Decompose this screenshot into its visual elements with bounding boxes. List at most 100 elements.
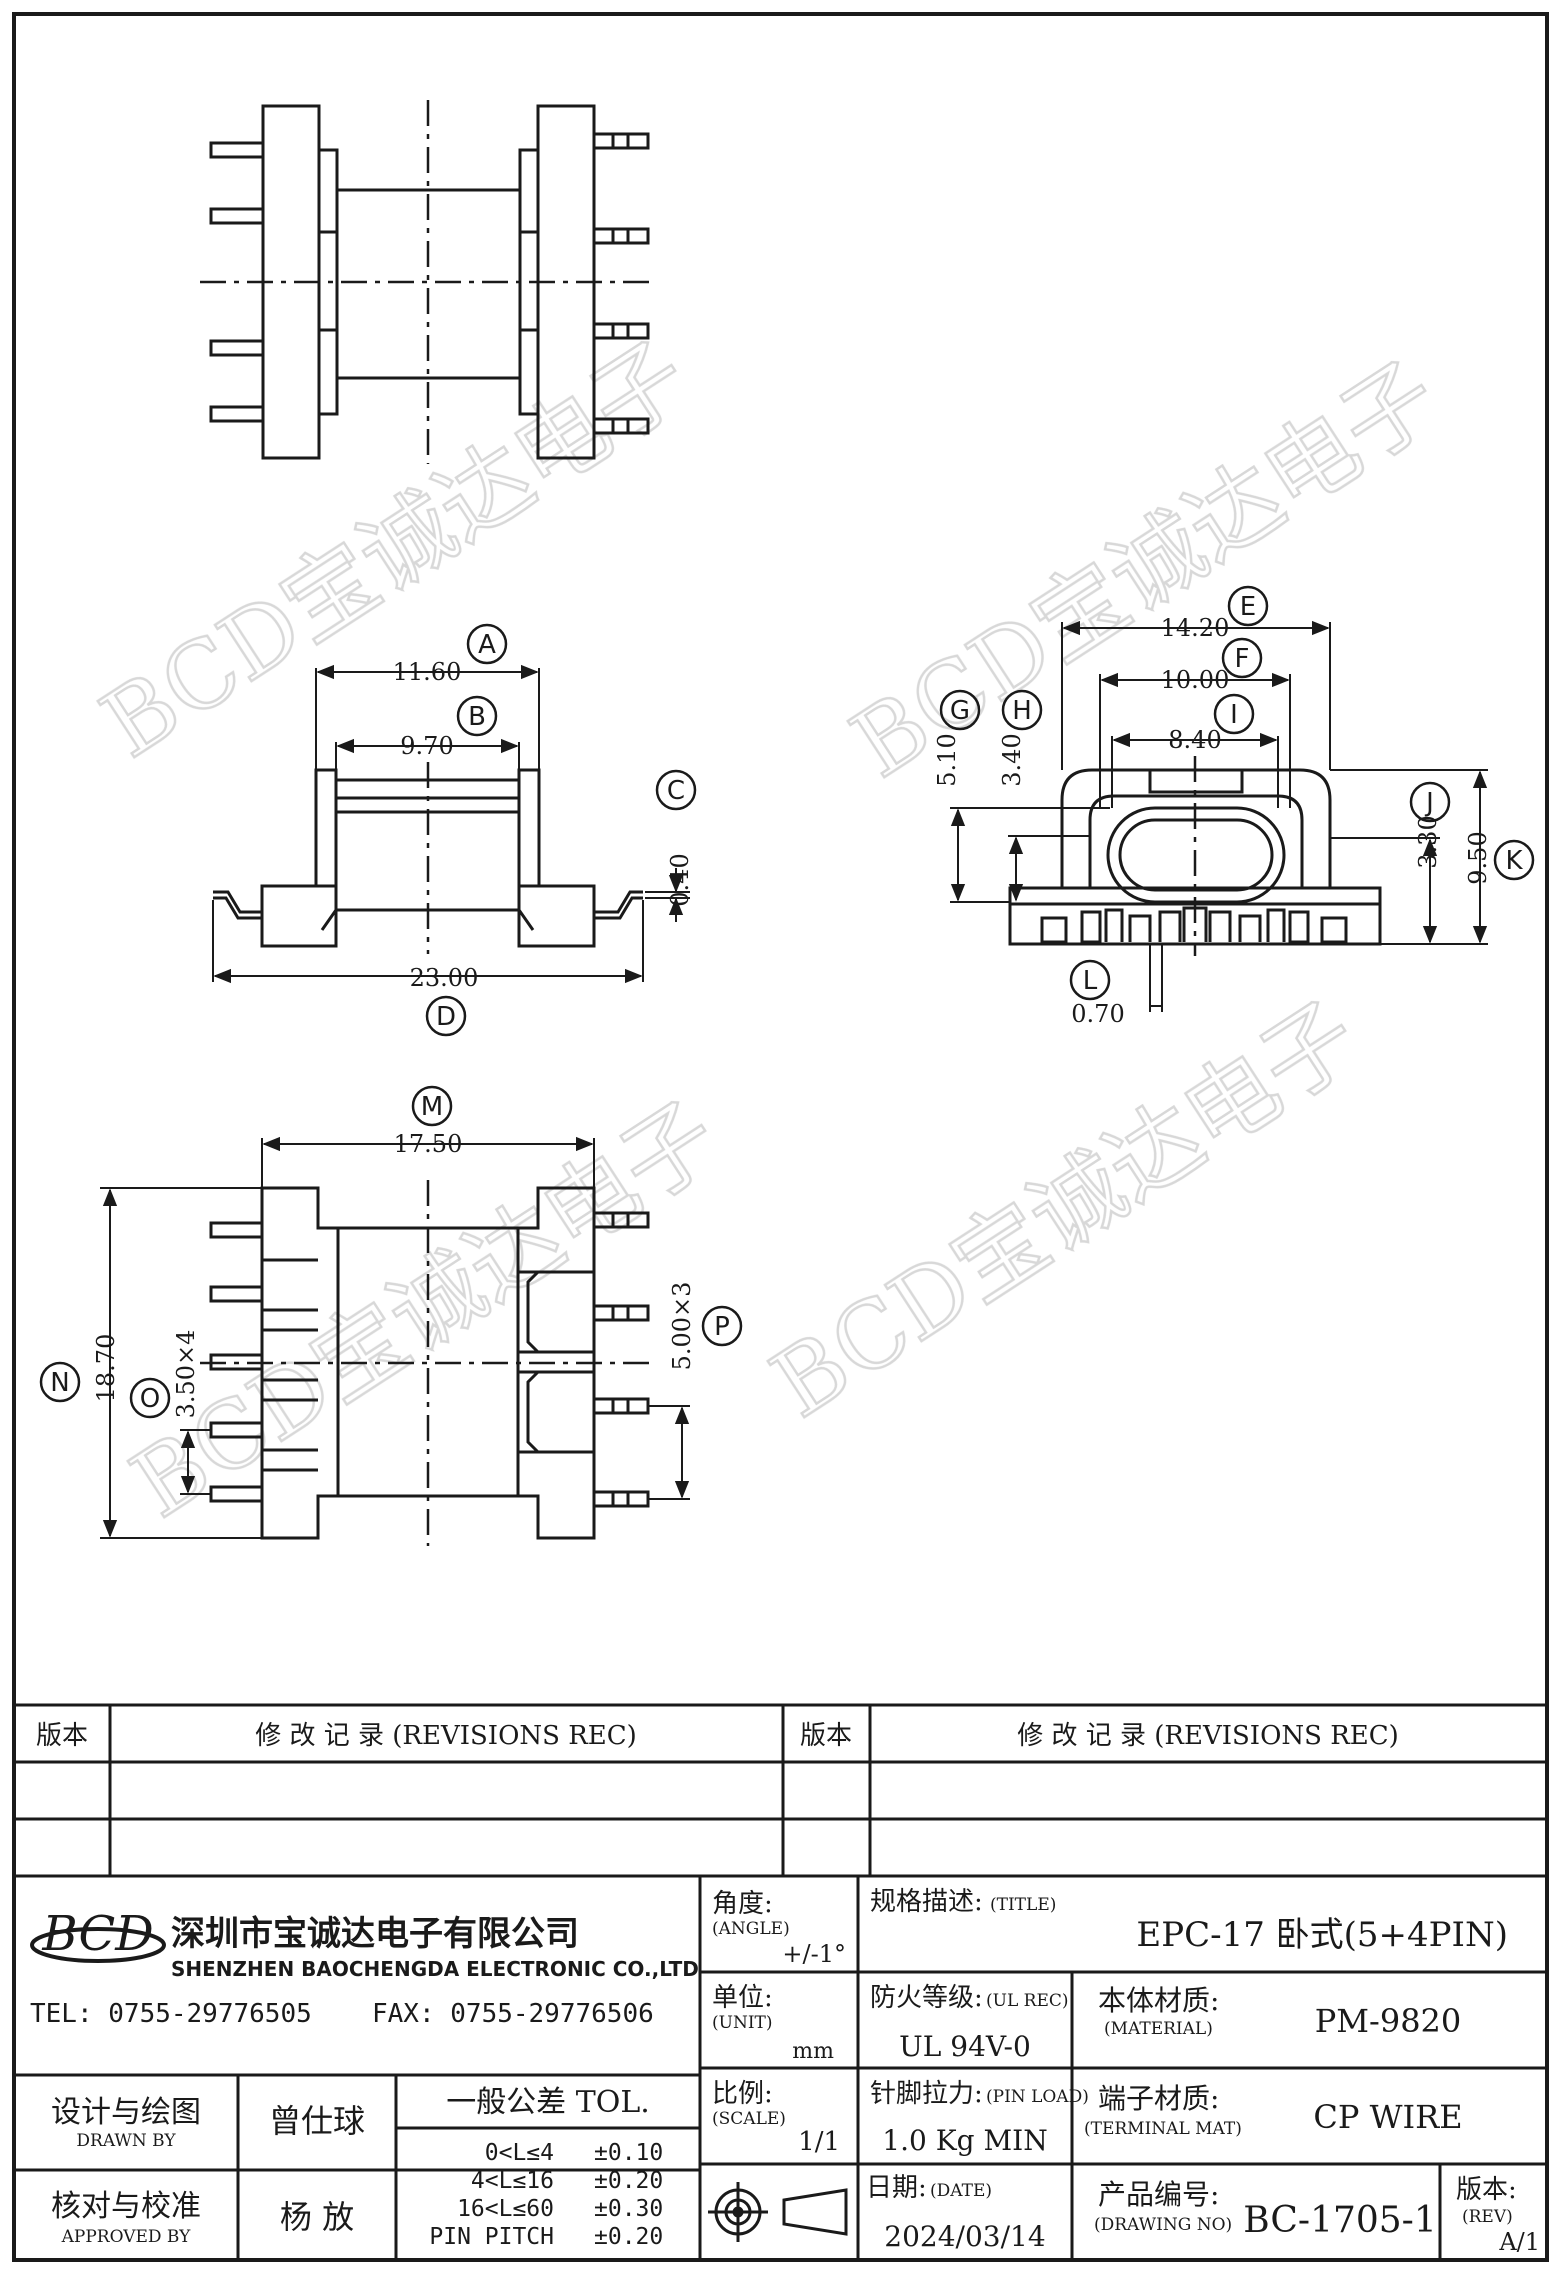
unit-value: mm (792, 2039, 834, 2064)
svg-text:±0.20: ±0.20 (594, 2168, 663, 2194)
material-value: PM-9820 (1315, 2002, 1462, 2040)
callout-k: K (1505, 846, 1523, 876)
angle-value: +/-1° (782, 1940, 846, 1968)
rev-value: A/1 (1498, 2228, 1540, 2256)
dim-value-j: 3.30 (1414, 815, 1442, 868)
drawn-by-label: 设计与绘图 (51, 2095, 201, 2130)
dim-value-m: 17.50 (394, 1130, 463, 1158)
revision-col-version-right: 版本 (800, 1721, 852, 1751)
svg-text:4<L≤16: 4<L≤16 (471, 2168, 554, 2194)
dim-value-g: 5.10 (933, 733, 961, 786)
approved-by-label: 核对与校准 (51, 2189, 201, 2224)
callout-o: O (140, 1384, 160, 1414)
date-label: 日期: (866, 2173, 927, 2203)
callout-p: P (714, 1312, 730, 1342)
company-fax: FAX: 0755-29776506 (372, 1999, 654, 2029)
material-label-en: (MATERIAL) (1104, 2019, 1213, 2039)
callout-b: B (468, 702, 486, 732)
drawing-no-label: 产品编号: (1098, 2178, 1219, 2211)
dim-value-d: 23.00 (410, 964, 479, 992)
svg-text:BCD宝诚达电子: BCD宝诚达电子 (834, 342, 1457, 799)
title-value: EPC-17 卧式(5+4PIN) (1136, 1915, 1508, 1955)
pinload-label: 针脚拉力: (870, 2079, 983, 2109)
callout-m: M (421, 1092, 443, 1122)
projection-symbol-icon (708, 2182, 848, 2242)
callout-l: L (1083, 966, 1098, 996)
callout-f: F (1235, 644, 1250, 674)
svg-text:BCD: BCD (41, 1906, 153, 1962)
svg-text:0<L≤4: 0<L≤4 (485, 2140, 554, 2166)
ul-label-en: (UL REC) (986, 1991, 1069, 2011)
dim-value-a: 11.60 (393, 658, 462, 686)
bottom-view-dimensions (100, 1136, 690, 1539)
callout-j: J (1424, 788, 1434, 818)
callout-i: I (1230, 700, 1238, 730)
unit-label: 单位: (712, 1983, 773, 2013)
front-view-dimensions (212, 664, 690, 984)
scale-value: 1/1 (798, 2127, 840, 2157)
drawn-by-label-en: DRAWN BY (76, 2131, 176, 2151)
dim-value-f: 10.00 (1161, 666, 1230, 694)
approved-by-label-en: APPROVED BY (61, 2227, 192, 2247)
date-label-en: (DATE) (930, 2181, 992, 2201)
svg-text:BCD宝诚达电子: BCD宝诚达电子 (84, 322, 707, 779)
angle-label-en: (ANGLE) (712, 1919, 790, 1939)
callout-e: E (1240, 592, 1256, 622)
svg-text:±0.10: ±0.10 (594, 2140, 663, 2166)
drawing-no-value: BC-1705-1 (1243, 2200, 1437, 2241)
revision-col-record-left: 修 改 记 录 (REVISIONS REC) (255, 1721, 637, 1751)
callout-c: C (667, 776, 685, 806)
terminal-label-en: (TERMINAL MAT) (1084, 2119, 1242, 2139)
dimension-labels: 11.60 9.70 0.40 23.00 14.20 10.00 5.10 3… (92, 614, 1492, 1418)
dim-value-n: 18.70 (92, 1334, 120, 1403)
pinload-value: 1.0 Kg MIN (882, 2124, 1047, 2157)
dim-value-e: 14.20 (1161, 614, 1230, 642)
dim-value-i: 8.40 (1168, 726, 1221, 754)
company-name-cn: 深圳市宝诚达电子有限公司 (171, 1914, 579, 1954)
rev-label-en: (REV) (1462, 2207, 1513, 2227)
svg-text:±0.30: ±0.30 (594, 2196, 663, 2222)
tolerance-table: 0<L≤4 ±0.10 4<L≤16 ±0.20 16<L≤60 ±0.30 P… (429, 2140, 663, 2250)
bottom-view-centerlines (200, 1180, 656, 1546)
callout-a: A (478, 630, 496, 660)
top-view-centerlines (200, 100, 656, 464)
svg-text:PIN PITCH: PIN PITCH (429, 2224, 554, 2250)
dim-value-c: 0.40 (666, 853, 694, 906)
company-tel: TEL: 0755-29776505 (30, 1999, 312, 2029)
angle-label: 角度: (712, 1889, 773, 1919)
rev-label: 版本: (1456, 2175, 1517, 2205)
company-logo: BCD (30, 1906, 166, 1963)
dim-value-o: 3.50×4 (172, 1330, 200, 1419)
dimension-callout-letters: A B C D E F G H I J K L M N O P (50, 592, 1523, 1414)
date-value: 2024/03/14 (884, 2220, 1045, 2253)
ul-value: UL 94V-0 (899, 2030, 1031, 2063)
callout-h: H (1012, 696, 1032, 726)
dim-value-k: 9.50 (1464, 831, 1492, 884)
unit-label-en: (UNIT) (712, 2013, 773, 2033)
revision-table (12, 1703, 1549, 1878)
svg-text:16<L≤60: 16<L≤60 (457, 2196, 554, 2222)
title-block-grid (14, 1876, 1547, 2260)
terminal-value: CP WIRE (1313, 2098, 1462, 2136)
watermark: BCD宝诚达电子 BCD宝诚达电子 BCD宝诚达电子 BCD宝诚达电子 (82, 321, 1458, 1540)
scale-label: 比例: (712, 2079, 773, 2109)
revision-col-version-left: 版本 (36, 1721, 88, 1751)
svg-text:±0.20: ±0.20 (594, 2224, 663, 2250)
callout-g: G (950, 696, 970, 726)
drawing-no-label-en: (DRAWING NO) (1094, 2215, 1232, 2235)
svg-text:BCD宝诚达电子: BCD宝诚达电子 (754, 982, 1377, 1439)
title-label-en: (TITLE) (990, 1895, 1056, 1915)
side-view-dimensions (950, 620, 1488, 1012)
dimension-callouts (39, 585, 1535, 1419)
company-name-en: SHENZHEN BAOCHENGDA ELECTRONIC CO.,LTD (171, 1957, 699, 1981)
sheet-border (12, 12, 1549, 2262)
ul-label: 防火等级: (870, 1983, 983, 2013)
dim-value-l: 0.70 (1071, 1000, 1124, 1028)
approved-by-name: 杨 放 (280, 2198, 354, 2236)
pinload-label-en: (PIN LOAD) (986, 2087, 1089, 2107)
callout-d: D (436, 1002, 456, 1032)
tolerance-title: 一般公差 TOL. (446, 2085, 650, 2120)
terminal-label: 端子材质: (1098, 2082, 1219, 2115)
callout-n: N (50, 1368, 69, 1398)
